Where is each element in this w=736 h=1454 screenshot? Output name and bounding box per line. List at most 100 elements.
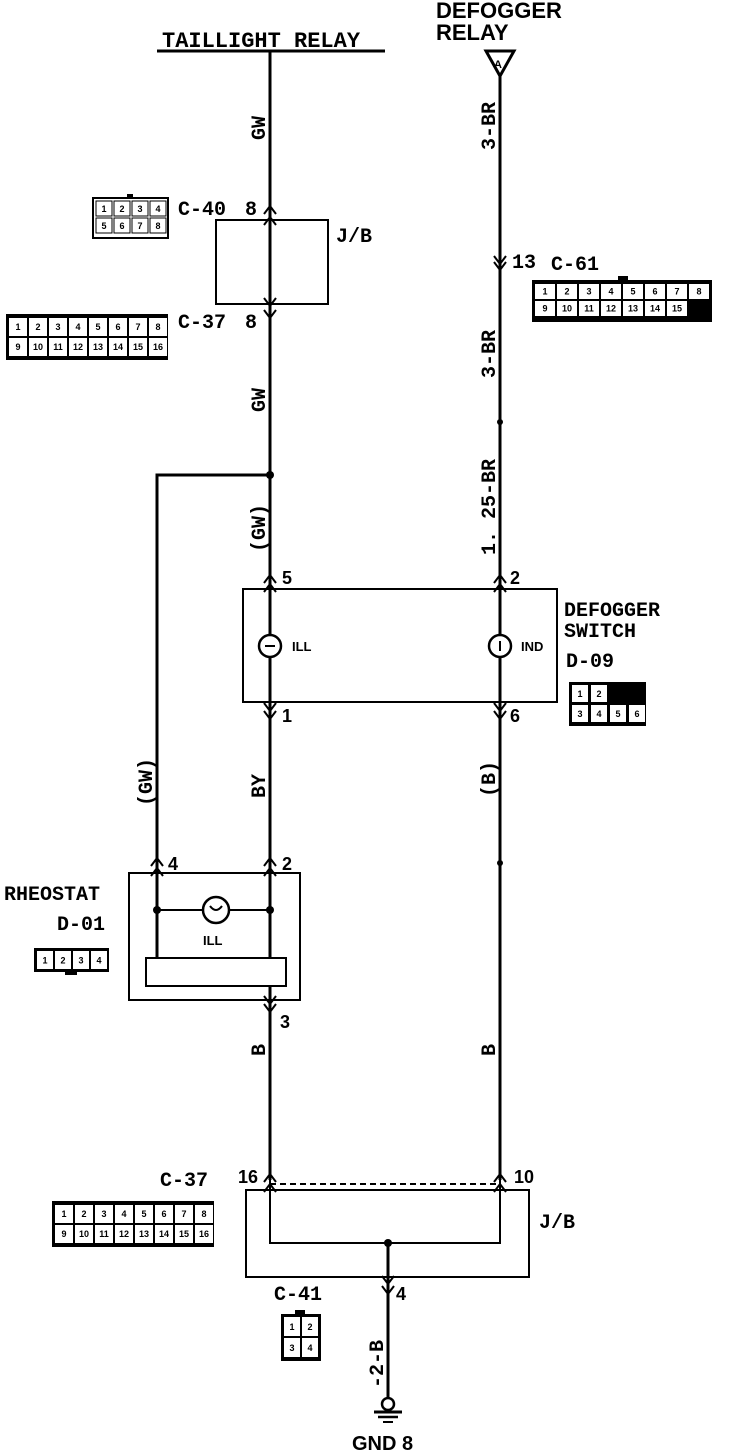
connector-cavity	[73, 951, 89, 969]
pin-arrow-c37-top	[263, 297, 277, 320]
connector-pin-number: 2	[81, 1209, 86, 1219]
pin-arrow-c37-16	[263, 1172, 277, 1193]
lamp-filaments	[265, 641, 501, 651]
pin-arrow-c40	[263, 204, 277, 226]
connector-pin-number: 3	[78, 956, 83, 966]
pin-arrow-switch-6	[493, 702, 507, 721]
connector-pin-number: 3	[577, 709, 582, 719]
rheostat-box	[128, 872, 301, 1001]
defogger-switch-code: D-09	[566, 651, 614, 674]
connector-c37-bottom-label: C-37	[160, 1170, 208, 1193]
connector-cavity	[645, 284, 665, 299]
connector-c40-label: C-40	[178, 199, 226, 222]
connector-cavity	[109, 318, 127, 336]
connector-cavity	[175, 1205, 193, 1223]
connector-pin-number: 1	[577, 689, 582, 699]
connector-pin-number: 4	[307, 1343, 312, 1353]
switch-lamp-ill-label: ILL	[292, 639, 312, 654]
connector-pin-number: 16	[199, 1229, 209, 1239]
connector-cavity	[572, 705, 588, 722]
connector-pin-number: 10	[33, 342, 43, 352]
connector-cavity	[284, 1338, 300, 1357]
wire-label-b-right: B	[479, 1044, 502, 1056]
defogger-switch-name-2: SWITCH	[564, 621, 636, 644]
connector-pin-number: 5	[630, 287, 635, 297]
connector-pin-number: 15	[179, 1229, 189, 1239]
pin-arrow-c41	[381, 1275, 395, 1296]
rheostat-pin-2: 2	[282, 854, 292, 874]
connector-pin-number: 2	[35, 322, 40, 332]
wire-label-gw-mid: GW	[249, 388, 272, 412]
connector-cavity	[29, 338, 47, 356]
connector-pin-number: 4	[96, 956, 101, 966]
connector-pin-number: 2	[60, 956, 65, 966]
rheostat-resistor	[145, 957, 287, 987]
connector-pin-number: 11	[584, 304, 594, 314]
connector-pin-number: 15	[133, 342, 143, 352]
connector-cavity	[601, 284, 621, 299]
ground-icon	[374, 1396, 402, 1423]
connector-cavity	[155, 1225, 173, 1243]
wire-label-br-low: 1. 25-BR	[479, 459, 502, 555]
connector-cavity	[579, 284, 599, 299]
rheostat-internal-wires	[155, 875, 272, 958]
connector-cavity	[95, 200, 113, 217]
splice-dot-b	[497, 860, 503, 866]
defogger-switch-name-1: DEFOGGER	[564, 600, 660, 623]
connector-pin-number: 5	[101, 221, 106, 231]
connector-c37-bottom-pin-10: 10	[514, 1167, 534, 1187]
connector-pin-number: 1	[15, 322, 20, 332]
connector-c40-pin: 8	[245, 199, 257, 222]
defogger-relay-label-1: DEFOGGER	[436, 0, 562, 23]
connector-cavity	[115, 1225, 133, 1243]
rheostat-node-right	[266, 906, 274, 914]
connector-c37-bottom-pin-16: 16	[238, 1167, 258, 1187]
junction-block-bottom-label: J/B	[539, 1212, 575, 1235]
switch-pin-2: 2	[510, 568, 520, 588]
connector-cavity	[55, 951, 71, 969]
switch-lamp-ind-label: IND	[521, 639, 543, 654]
connector-cavity	[667, 284, 687, 299]
connector-cavity	[610, 705, 626, 722]
connector-pin-number: 10	[79, 1229, 89, 1239]
connector-pin-number: 4	[596, 709, 601, 719]
connector-pin-number: 11	[53, 342, 63, 352]
connector-cavity	[629, 705, 645, 722]
rheostat-node-left	[153, 906, 161, 914]
connector-pin-number: 16	[153, 342, 163, 352]
connector-pin-number: 2	[307, 1322, 312, 1332]
connector-pin-number: 5	[141, 1209, 146, 1219]
connector-cavity	[623, 301, 643, 316]
connector-pin-number: 4	[121, 1209, 126, 1219]
connector-pin-number: 11	[99, 1229, 109, 1239]
switch-pin-5: 5	[282, 568, 292, 588]
connector-pin-number: 8	[696, 287, 701, 297]
connector-pin-number: 9	[542, 304, 547, 314]
connector-pin-number: 3	[586, 287, 591, 297]
connector-cavity	[135, 1205, 153, 1223]
connector-cavity	[75, 1225, 93, 1243]
connector-cavity	[195, 1225, 213, 1243]
connector-pin-number: 13	[628, 304, 638, 314]
connector-cavity	[129, 338, 147, 356]
rheostat-name: RHEOSTAT	[4, 884, 100, 907]
connector-c41-label: C-41	[274, 1284, 322, 1307]
connector-cavity	[95, 1225, 113, 1243]
connector-cavity	[667, 301, 687, 316]
rheostat-pin-3: 3	[280, 1012, 290, 1032]
connector-pin-number: 12	[73, 342, 83, 352]
connector-cavity	[89, 338, 107, 356]
connector-pin-number: 4	[155, 204, 160, 214]
connector-pin-number: 9	[61, 1229, 66, 1239]
connector-cavity	[535, 284, 555, 299]
connector-pin-number: 1	[289, 1322, 294, 1332]
pin-arrow-rheo-2	[263, 856, 277, 877]
connector-cavity	[129, 318, 147, 336]
connector-cavity	[149, 318, 167, 336]
connector-pin-number: 7	[674, 287, 679, 297]
connector-cavity	[149, 200, 167, 217]
connector-cavity	[284, 1317, 300, 1336]
